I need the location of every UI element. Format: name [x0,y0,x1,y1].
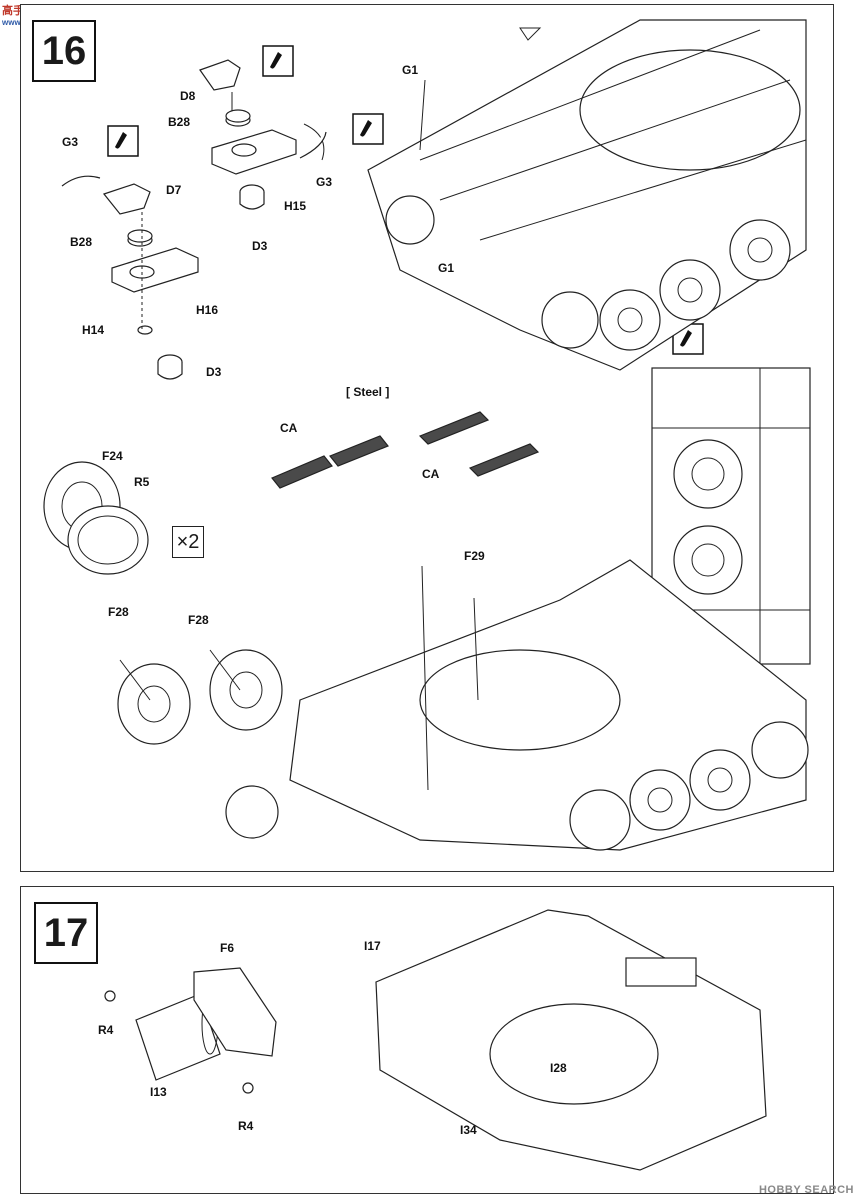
label-ca: CA [422,467,440,481]
label-d3: D3 [206,365,222,379]
d7-part [102,183,151,215]
label-ca: CA [280,421,298,435]
label-i34: I34 [460,1123,477,1137]
label-steel: [ Steel ] [346,385,389,399]
d8-part [199,59,241,91]
glue-icon [107,125,139,157]
label-i28: I28 [550,1061,567,1075]
d3-part [157,354,183,380]
h15-part [211,129,297,175]
step-16-number: 16 [32,20,96,82]
r4-part [104,990,116,1002]
label-d7: D7 [166,183,182,197]
track-links-steel [418,411,540,477]
wheel-f28 [117,663,191,745]
b28-part [225,109,251,127]
label-r4: R4 [98,1023,114,1037]
label-g1: G1 [402,63,418,77]
label-d8: D8 [180,89,196,103]
step-17-number: 17 [34,902,98,964]
label-f24: F24 [102,449,123,463]
watermark-bottom: HOBBY SEARCH [758,1184,854,1196]
label-g1: G1 [438,261,454,275]
label-g3: G3 [316,175,332,189]
label-f6: F6 [220,941,234,955]
label-r4: R4 [238,1119,254,1133]
label-h14: H14 [82,323,104,337]
r4-part [242,1082,254,1094]
f6-part [193,967,277,1057]
tire-r5 [67,505,149,575]
label-i13: I13 [150,1085,167,1099]
glue-icon [262,45,294,77]
upper-hull-drawing [367,19,807,371]
g3-part [61,175,101,187]
label-f28: F28 [188,613,209,627]
label-h15: H15 [284,199,306,213]
label-d3: D3 [252,239,268,253]
h16-part [111,247,199,293]
multiplier-badge: ×2 [172,526,204,558]
track-links-ca [271,435,389,489]
lower-hull-drawing [225,559,809,851]
label-i17: I17 [364,939,381,953]
wheel-f28 [209,649,283,731]
label-g3: G3 [62,135,78,149]
b28-part [127,229,153,247]
d3-part [239,184,265,210]
g3-part [299,131,327,159]
label-b28: B28 [70,235,92,249]
label-b28: B28 [168,115,190,129]
hull-floor-drawing [375,909,767,1171]
label-f28: F28 [108,605,129,619]
h14-part [137,325,153,335]
label-h16: H16 [196,303,218,317]
glue-icon [352,113,384,145]
label-r5: R5 [134,475,150,489]
label-f29: F29 [464,549,485,563]
